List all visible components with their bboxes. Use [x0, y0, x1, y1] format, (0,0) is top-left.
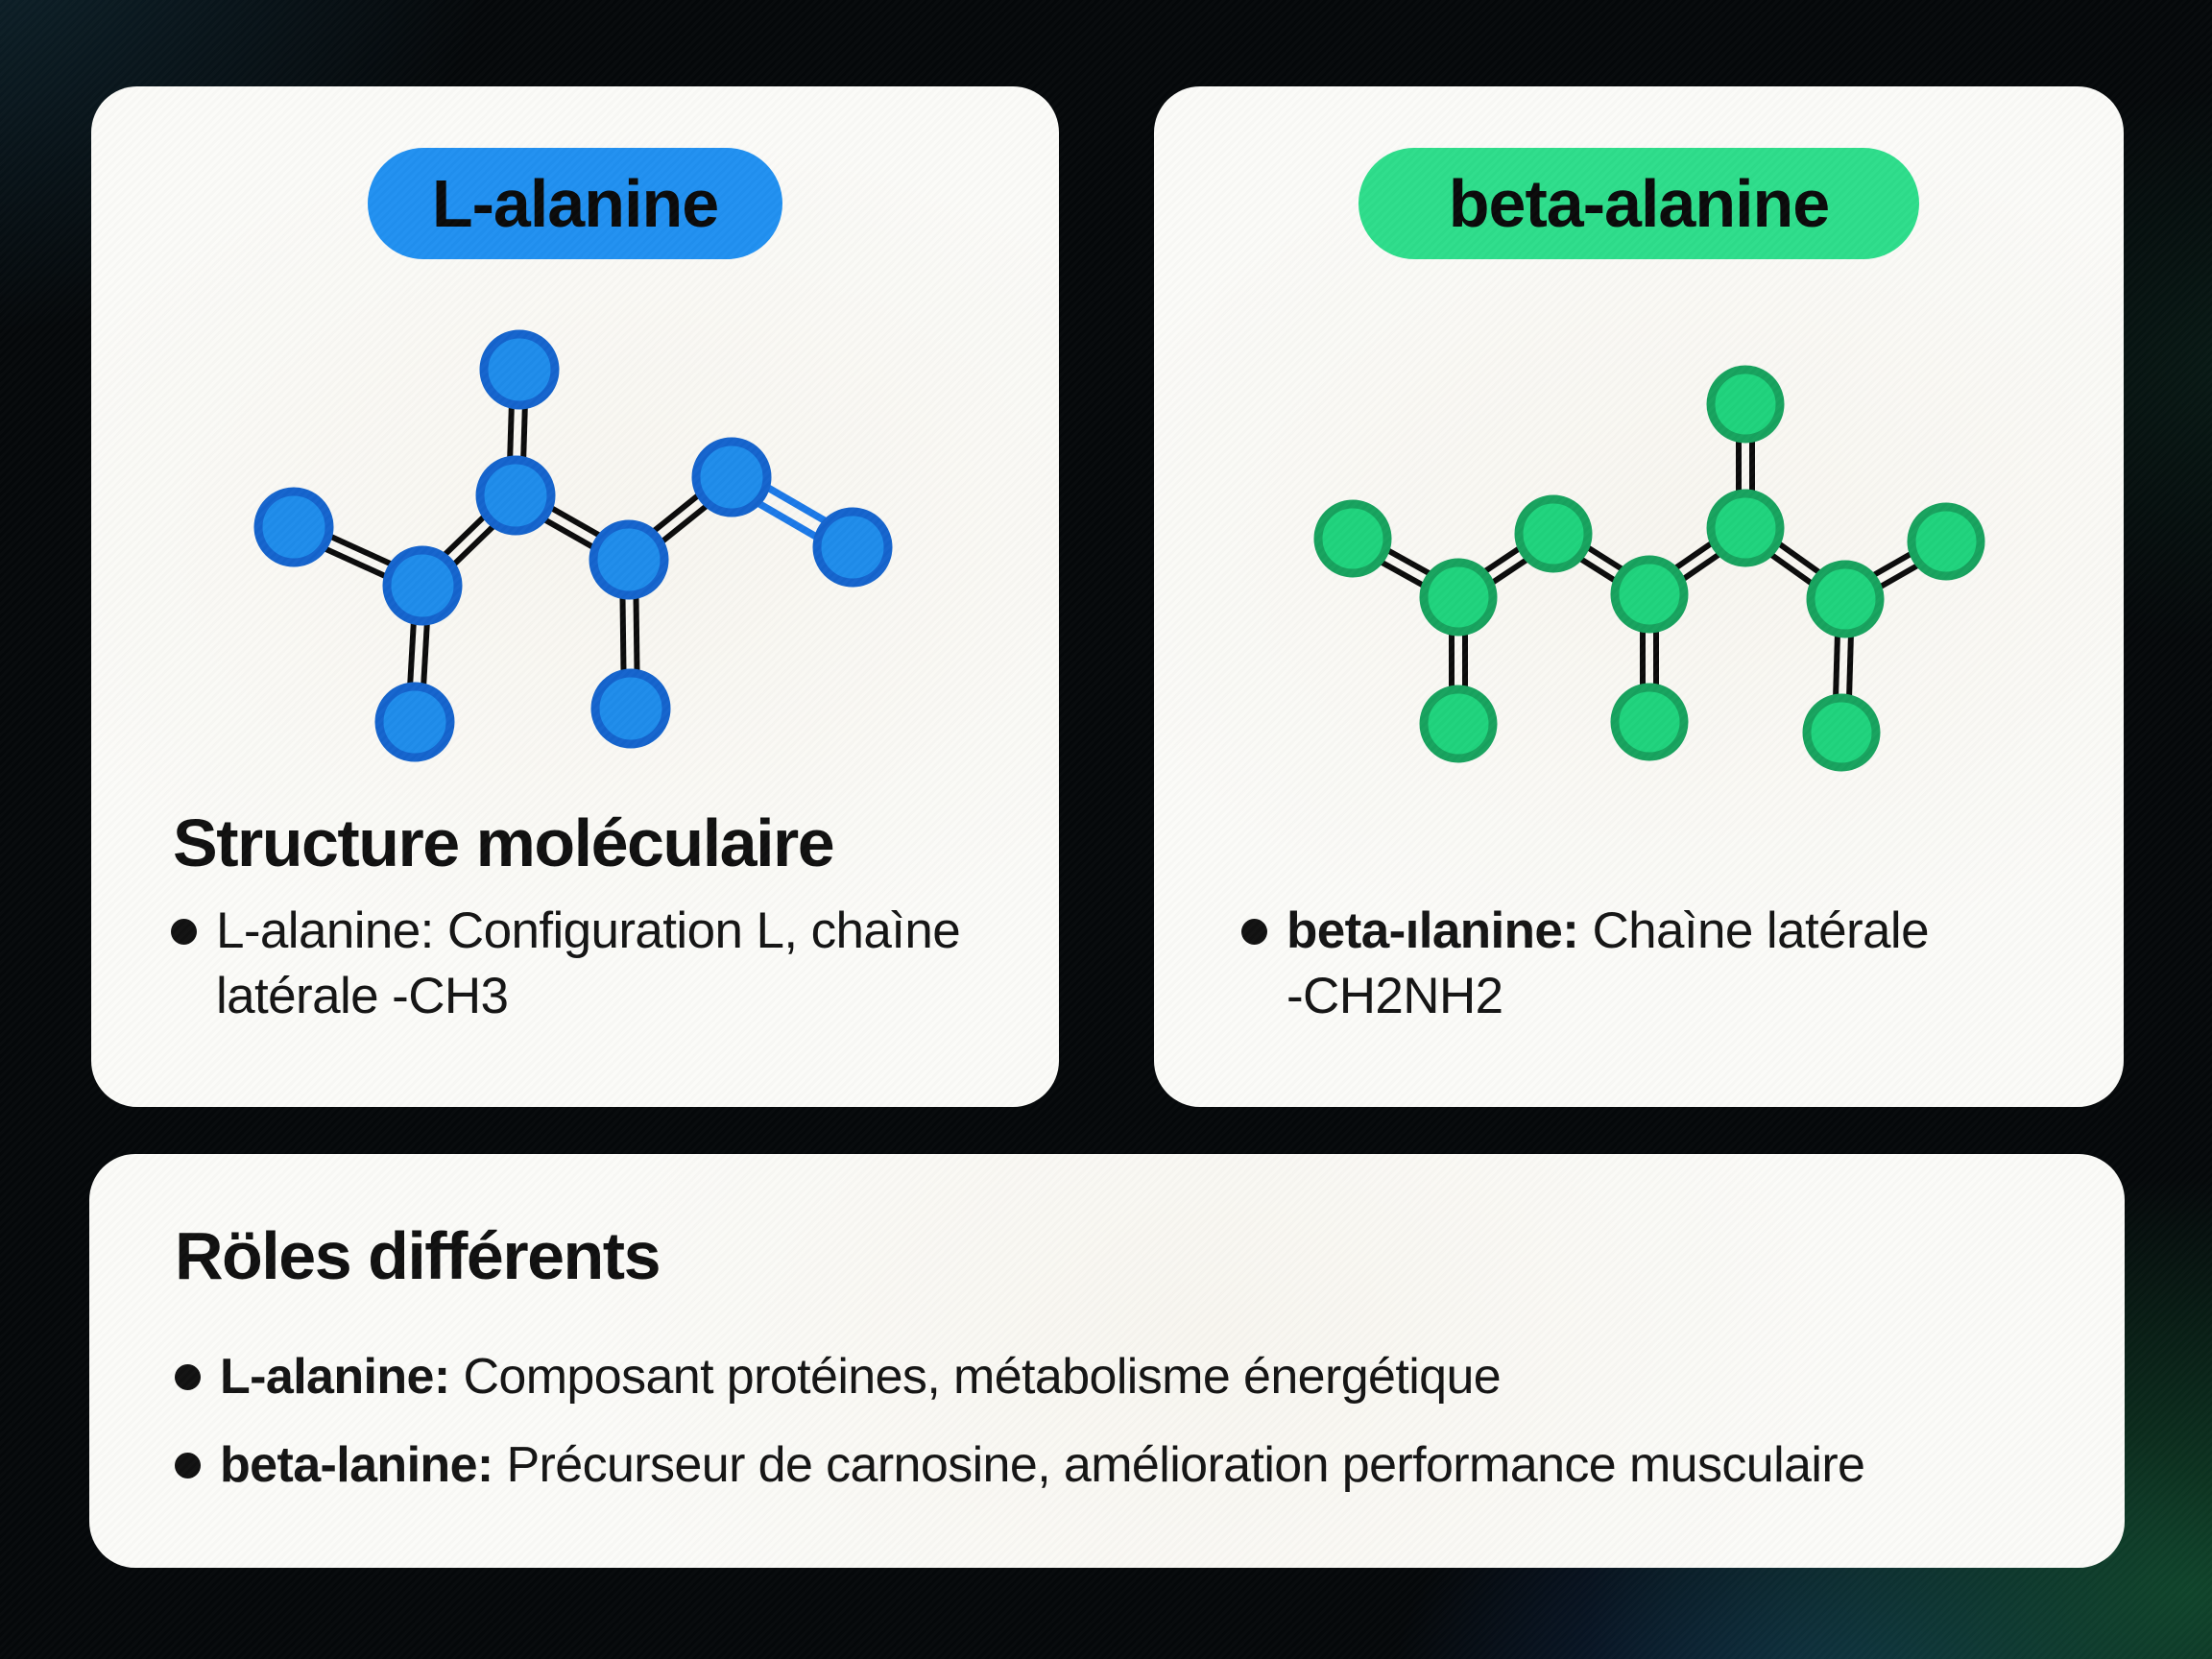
structure-heading: Structure moléculaire — [173, 805, 835, 880]
l-alanine-pill-badge: L-alanine — [368, 148, 782, 259]
l-alanine-pill-label: L-alanine — [431, 166, 719, 241]
beta-alanine-structure-bullet: beta-ılanine: Chaìne latérale -CH2NH2 — [1241, 899, 2029, 1029]
beta-alanine-structure-lead: beta-ılanine: — [1286, 902, 1579, 959]
l-alanine-card: L-alanine — [91, 86, 1059, 1107]
bullet-dot — [171, 919, 197, 945]
l-alanine-structure-text: L-alanine: Configuration L, chaìne latér… — [216, 899, 961, 1029]
beta-alanine-structure-text: beta-ılanine: Chaìne latérale -CH2NH2 — [1286, 899, 1930, 1029]
roles-heading: Röles différents — [175, 1218, 661, 1293]
roles-bullet-beta-alanine-text: beta-lanine: Précurseur de carnosine, am… — [220, 1432, 1865, 1498]
roles-l-alanine-rest: Composant protéines, métabolisme énergét… — [449, 1349, 1502, 1405]
l-alanine-structure-line2: latérale -CH3 — [216, 968, 509, 1024]
l-alanine-structure-line1: L-alanine: Configuration L, chaìne — [216, 902, 961, 959]
roles-beta-alanine-lead: beta-lanine: — [220, 1437, 493, 1493]
roles-bullet-l-alanine: L-alanine: Composant protéines, métaboli… — [175, 1344, 1502, 1409]
roles-bullet-beta-alanine: beta-lanine: Précurseur de carnosine, am… — [175, 1432, 1865, 1498]
roles-beta-alanine-rest: Précurseur de carnosine, amélioration pe… — [493, 1437, 1865, 1493]
roles-bullet-l-alanine-text: L-alanine: Composant protéines, métaboli… — [220, 1344, 1502, 1409]
beta-alanine-structure-rest: Chaìne latérale — [1578, 902, 1929, 959]
beta-alanine-pill-label: beta-alanine — [1448, 166, 1830, 241]
beta-alanine-structure-line2: -CH2NH2 — [1286, 968, 1503, 1024]
roles-l-alanine-lead: L-alanine: — [220, 1349, 450, 1405]
l-alanine-structure-bullet: L-alanine: Configuration L, chaìne latér… — [171, 899, 1035, 1029]
bullet-dot — [175, 1453, 201, 1479]
beta-alanine-pill-badge: beta-alanine — [1358, 148, 1919, 259]
roles-card — [89, 1154, 2125, 1568]
bullet-dot — [175, 1364, 201, 1390]
bullet-dot — [1241, 919, 1267, 945]
